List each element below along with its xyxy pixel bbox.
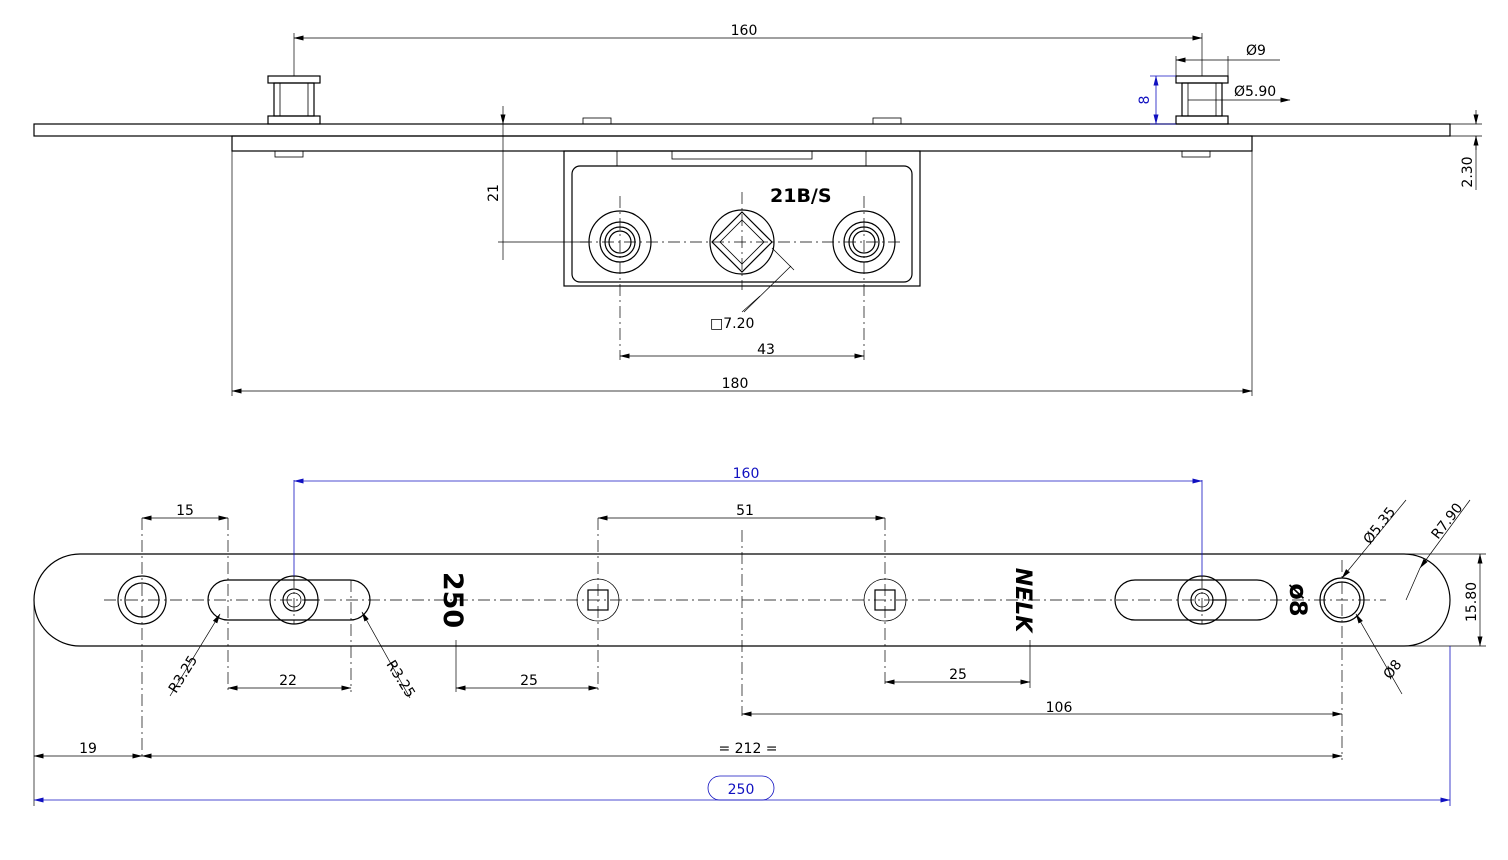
top-nub-right — [872, 117, 902, 125]
dim-square-spacing: 51 — [736, 503, 754, 519]
dim-slot-length: 22 — [279, 673, 297, 689]
dim-hole-small: Ø5.35 — [1361, 504, 1400, 547]
dim-square: □7.20 — [710, 316, 754, 332]
dim-hole-spacing: 43 — [757, 342, 775, 358]
dim-hole-to-hole: = 212 = — [718, 741, 777, 757]
dim-pin-head-dia: Ø9 — [1246, 43, 1266, 59]
dim-plate-thickness: 2.30 — [1460, 156, 1476, 187]
dim-center-to-hole: 106 — [1046, 700, 1073, 716]
top-nub-left — [582, 117, 612, 125]
dim-overall-length: 250 — [728, 782, 755, 798]
dim-pin-shaft-dia: Ø5.90 — [1234, 84, 1276, 100]
square-hole-right — [863, 518, 907, 686]
dim-pin-height: 8 — [1137, 96, 1153, 105]
dim-bar-height: 15.80 — [1464, 582, 1480, 622]
dim-pin-spacing-front: 160 — [733, 466, 760, 482]
dim-pin-spacing: 160 — [731, 23, 758, 39]
mounting-rail — [231, 135, 1253, 152]
end-hole-right — [1319, 560, 1365, 760]
marking-length: 250 — [437, 572, 468, 628]
top-view: 21B/S 160 Ø9 Ø5.90 8 2.30 21 — [33, 23, 1482, 396]
dim-hole-dia: Ø8 — [1381, 657, 1406, 683]
square-hole-left — [576, 518, 620, 692]
dim-left-offset: 25 — [520, 673, 538, 689]
pin-left — [267, 75, 321, 125]
marking-dia: ø8 — [1284, 583, 1312, 616]
dim-end-radius: R7.90 — [1429, 500, 1467, 542]
front-view: 250 NELK ø8 160 15 51 Ø5.35 R7.90 15.80 … — [33, 466, 1486, 806]
dim-end-to-hole: 19 — [79, 741, 97, 757]
dim-slot-radius-left: R3.25 — [166, 653, 201, 696]
dim-body-length: 180 — [722, 376, 749, 392]
rail-nub-right — [1181, 150, 1211, 158]
plate-top — [33, 123, 1451, 137]
slot-left — [207, 518, 371, 692]
end-hole-left — [117, 518, 167, 760]
marking-brand: NELK — [1010, 568, 1035, 634]
housing-marking: 21B/S — [770, 185, 832, 207]
dim-slot-radius-right: R3.25 — [383, 658, 418, 701]
dim-right-offset: 25 — [949, 667, 967, 683]
dim-slot-width: 15 — [176, 503, 194, 519]
rail-nub-left — [274, 150, 304, 158]
dim-body-offset: 21 — [486, 184, 502, 202]
